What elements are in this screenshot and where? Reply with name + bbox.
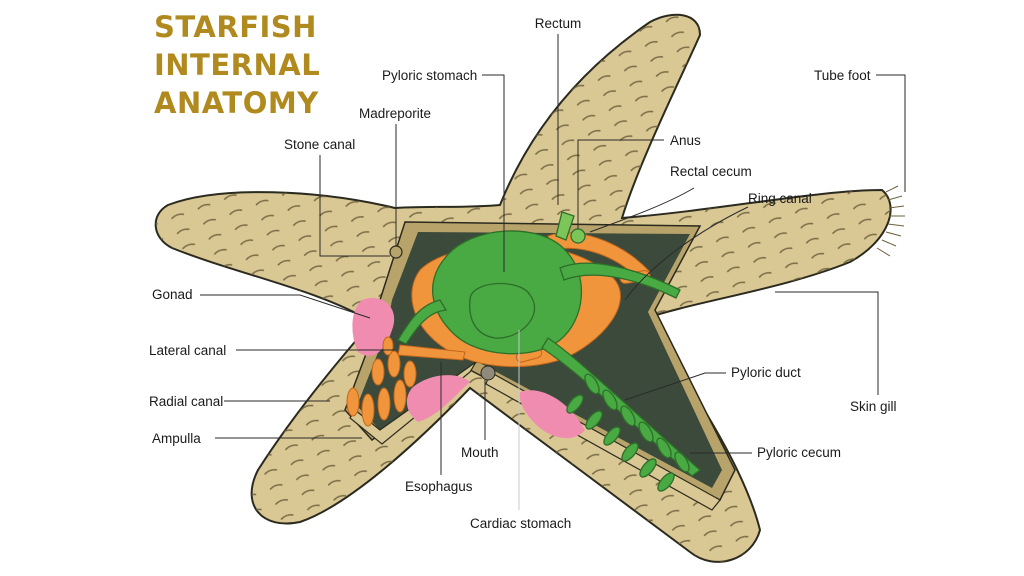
tube-feet-fringe xyxy=(876,185,905,257)
ampulla xyxy=(361,393,375,427)
mouth xyxy=(480,365,496,381)
title-line: INTERNAL xyxy=(154,48,321,82)
rectum-tube xyxy=(555,211,575,241)
leader-anus xyxy=(577,139,664,229)
title-line: STARFISH xyxy=(154,10,317,44)
label-lateral-canal: Lateral canal xyxy=(149,343,226,358)
cardiac-stomach-lobes xyxy=(469,282,536,339)
ampulla xyxy=(387,350,401,378)
pyloric-cecum xyxy=(656,437,672,459)
diagram-title: STARFISH INTERNAL ANATOMY xyxy=(154,8,320,122)
ampulla xyxy=(403,360,417,388)
pyloric-cecum xyxy=(602,389,618,411)
label-madreporite: Madreporite xyxy=(359,106,431,121)
pyloric-duct-upper xyxy=(559,262,681,299)
label-mouth: Mouth xyxy=(461,445,499,460)
label-ring-canal: Ring canal xyxy=(748,191,812,206)
pyloric-ceca xyxy=(566,373,690,492)
label-stone-canal: Stone canal xyxy=(284,137,355,152)
ampulla xyxy=(393,379,407,413)
label-tube-foot: Tube foot xyxy=(814,68,871,83)
leader-lines xyxy=(200,34,906,510)
digestive-system xyxy=(397,211,702,492)
label-gonad: Gonad xyxy=(152,287,193,302)
labels: Rectum Pyloric stomach Tube foot Madrepo… xyxy=(149,16,897,531)
leader-rectal-cecum xyxy=(589,187,695,233)
label-esophagus: Esophagus xyxy=(405,479,473,494)
madreporite xyxy=(389,245,403,259)
label-anus: Anus xyxy=(670,133,701,148)
pyloric-cecum xyxy=(638,421,654,443)
left-arm-wall xyxy=(349,361,477,445)
label-cardiac-stomach: Cardiac stomach xyxy=(470,516,571,531)
small-structures xyxy=(389,185,905,381)
pyloric-cecum xyxy=(621,442,639,462)
leader-pyloric-duct xyxy=(624,372,726,401)
pyloric-duct-left xyxy=(397,299,448,345)
label-pyloric-stomach: Pyloric stomach xyxy=(382,68,477,83)
leader-stone-canal xyxy=(319,155,390,257)
leader-tube-foot xyxy=(876,74,906,192)
pyloric-cecum xyxy=(620,405,636,427)
label-pyloric-cecum: Pyloric cecum xyxy=(757,445,841,460)
leader-skin-gill xyxy=(775,291,879,395)
pyloric-cecum xyxy=(584,373,600,395)
ampulla xyxy=(382,336,394,356)
leader-ring-canal xyxy=(624,206,749,301)
label-rectal-cecum: Rectal cecum xyxy=(670,164,752,179)
pyloric-cecum xyxy=(639,458,657,478)
pyloric-cecum xyxy=(603,426,621,446)
title-line: ANATOMY xyxy=(154,86,319,120)
ampulla xyxy=(377,387,391,421)
gonad-lower-right xyxy=(519,390,585,439)
label-ampulla: Ampulla xyxy=(152,431,201,446)
pyloric-cecum xyxy=(657,472,675,492)
ampulla xyxy=(346,387,360,417)
pyloric-cecum xyxy=(674,451,690,473)
label-pyloric-duct: Pyloric duct xyxy=(731,365,801,380)
gonad-lower-left xyxy=(406,375,470,422)
label-rectum: Rectum xyxy=(535,16,582,31)
anus xyxy=(570,228,586,244)
leader-gonad xyxy=(200,294,371,319)
lateral-canal-arm xyxy=(397,344,466,361)
pyloric-cecum xyxy=(566,394,584,414)
pyloric-cecum xyxy=(585,410,603,430)
label-skin-gill: Skin gill xyxy=(850,399,897,414)
label-radial-canal: Radial canal xyxy=(149,394,223,409)
leader-pyloric-stomach xyxy=(482,74,505,272)
ampulla xyxy=(371,358,385,386)
ampullae xyxy=(346,336,417,427)
